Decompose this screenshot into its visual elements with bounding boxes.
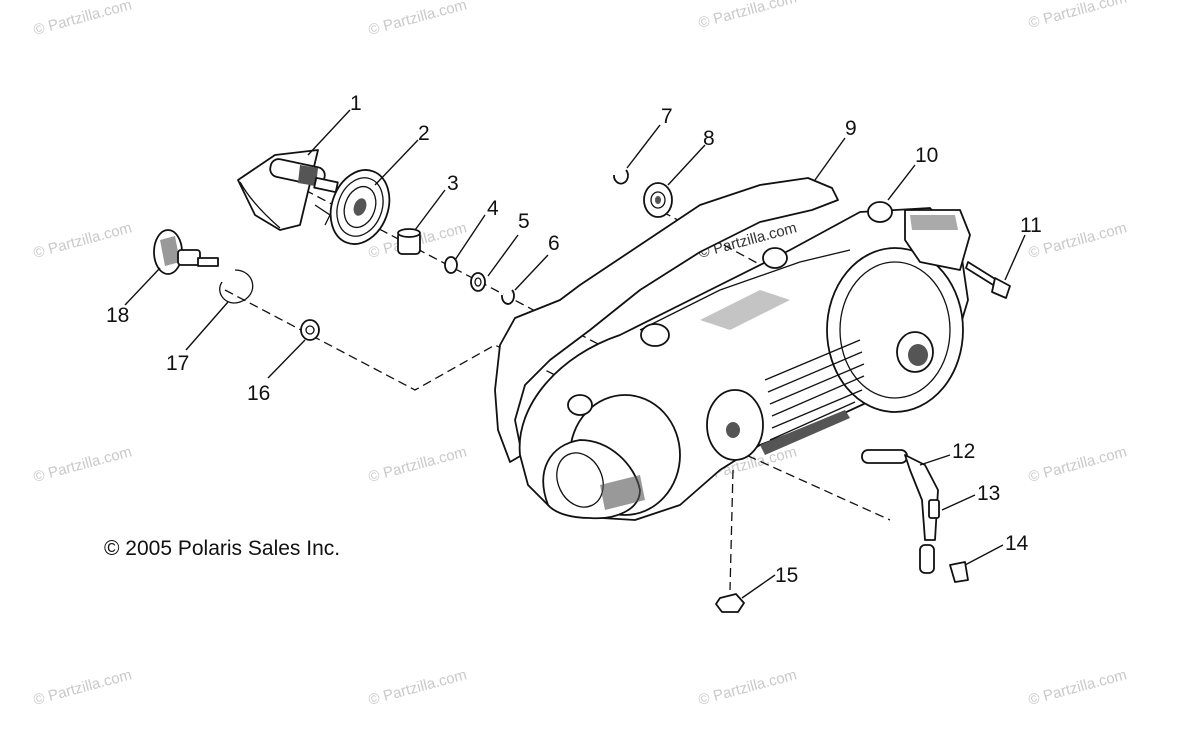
part-5-washer bbox=[470, 272, 486, 292]
part-6-circlip bbox=[501, 289, 515, 305]
watermark-text: © Partzilla.com bbox=[32, 0, 134, 39]
part-17-spring-clip bbox=[219, 269, 254, 304]
callout-label: 15 bbox=[775, 564, 798, 587]
part-11-bolt bbox=[965, 261, 1011, 299]
callout-label: 5 bbox=[518, 210, 530, 233]
part-14-cap bbox=[949, 561, 969, 583]
gasket bbox=[494, 177, 839, 463]
callout-label: 11 bbox=[1020, 214, 1042, 237]
watermark-text: © Partzilla.com bbox=[32, 443, 134, 486]
callout-label: 9 bbox=[845, 117, 857, 140]
leader-lines bbox=[124, 109, 1026, 599]
mounting-bosses bbox=[567, 201, 893, 416]
part-2-recoil-spring bbox=[329, 169, 391, 245]
part-15-nut bbox=[715, 593, 745, 613]
watermark-text: © Partzilla.com bbox=[1027, 219, 1129, 262]
callout-labels: 1 2 3 4 5 6 7 8 9 10 11 12 13 14 15 16 1… bbox=[106, 92, 1042, 587]
part-18-starter-drive bbox=[153, 229, 219, 275]
watermark-text: © Partzilla.com bbox=[367, 666, 469, 709]
clutch-cover bbox=[518, 207, 971, 521]
callout-label: 14 bbox=[1005, 532, 1029, 555]
part-8-bearing bbox=[643, 182, 673, 218]
watermark-text: © Partzilla.com bbox=[1027, 666, 1129, 709]
part-13-bolt bbox=[928, 499, 940, 519]
part-16-washer bbox=[300, 319, 320, 341]
watermark-text: © Partzilla.com bbox=[32, 219, 134, 262]
callout-label: 12 bbox=[952, 440, 975, 463]
part-4-washer bbox=[444, 256, 458, 274]
callout-label: 6 bbox=[548, 232, 560, 255]
watermark-text: © Partzilla.com bbox=[367, 0, 469, 39]
callout-label: 8 bbox=[703, 127, 715, 150]
part-12-kick-lever bbox=[861, 449, 939, 574]
callout-label: 10 bbox=[915, 144, 938, 167]
watermark-text: © Partzilla.com bbox=[32, 666, 134, 709]
callout-label: 17 bbox=[166, 352, 189, 375]
callout-label: 1 bbox=[350, 92, 362, 115]
part-1-kick-shaft bbox=[237, 149, 339, 231]
watermark-text: © Partzilla.com bbox=[697, 0, 799, 32]
watermark-text: © Partzilla.com bbox=[1027, 0, 1129, 32]
part-7-circlip bbox=[613, 169, 629, 185]
callout-label: 3 bbox=[447, 172, 459, 195]
watermark-text: © Partzilla.com bbox=[697, 666, 799, 709]
callout-label: 13 bbox=[977, 482, 1000, 505]
callout-label: 7 bbox=[661, 105, 673, 128]
callout-label: 2 bbox=[418, 122, 430, 145]
watermark-text: © Partzilla.com bbox=[367, 443, 469, 486]
copyright-text: © 2005 Polaris Sales Inc. bbox=[104, 537, 340, 560]
assembly-lines bbox=[224, 189, 891, 591]
watermark-text: © Partzilla.com bbox=[1027, 443, 1129, 486]
part-3-bushing bbox=[397, 228, 421, 255]
callout-label: 16 bbox=[247, 382, 270, 405]
callout-label: 18 bbox=[106, 304, 129, 327]
callout-label: 4 bbox=[487, 197, 499, 220]
